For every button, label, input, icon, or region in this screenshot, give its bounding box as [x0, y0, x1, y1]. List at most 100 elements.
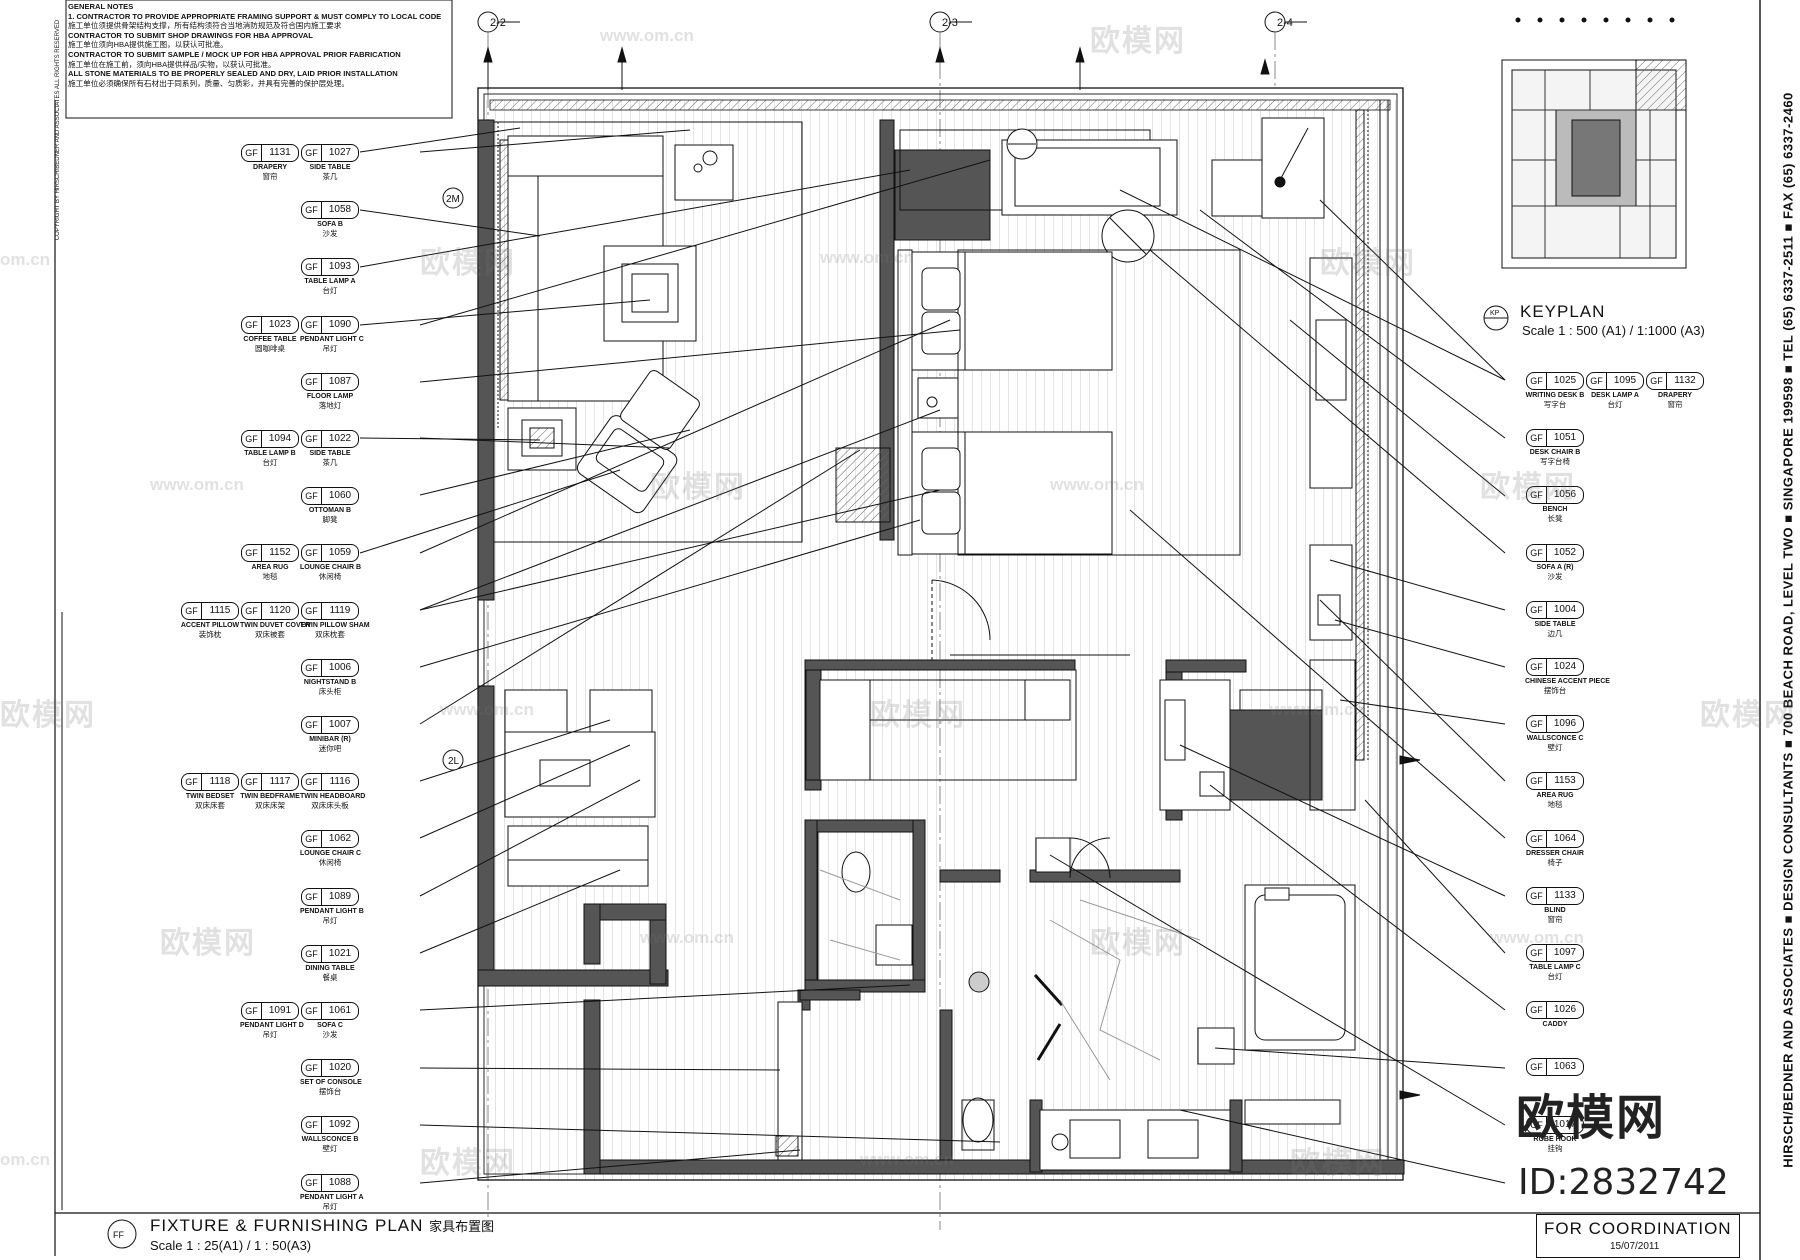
tag-name-zh: 双床枕套 [315, 629, 345, 639]
tag-number: 1119 [329, 604, 351, 616]
tag-prefix: GF [302, 1060, 322, 1077]
tag-name: AREA RUG [251, 564, 289, 572]
tag-prefix: GF [302, 888, 322, 905]
tag-name-zh: 双床床架 [255, 801, 285, 811]
vanity [875, 924, 913, 966]
keyplan-title: KEYPLAN [1520, 302, 1606, 321]
tag-number: 1115 [209, 604, 231, 616]
tag-name-zh: 沙发 [322, 229, 338, 239]
side-table-a [1309, 544, 1353, 641]
plan-title-text: FIXTURE & FURNISHING PLAN [150, 1216, 424, 1235]
tag-prefix: GF [182, 774, 202, 791]
tag-prefix: GF [302, 431, 322, 447]
room-markers [442, 187, 464, 771]
tag-name: WALLSCONCE B [301, 1136, 359, 1144]
tag-number: 1024 [1553, 661, 1577, 672]
tag-number: 1131 [269, 147, 291, 158]
tag-prefix: GF [242, 602, 262, 619]
tag-number: 1092 [328, 1119, 352, 1131]
keyplan [1483, 17, 1687, 331]
sheet-border [54, 0, 1761, 1260]
tag-name: MINIBAR (R) [309, 736, 351, 743]
tag-number: 1120 [269, 604, 291, 616]
tag-prefix: GF [1527, 887, 1547, 904]
sofa-c [507, 825, 649, 887]
tag-name-zh: 台灯 [322, 286, 338, 296]
tag-name-zh: 吊灯 [322, 1201, 338, 1211]
tag-prefix: GF [302, 316, 322, 333]
grid-label: 2-4 [1277, 17, 1293, 29]
tag-number: 1089 [328, 890, 352, 902]
tag-name-zh: 台灯 [1547, 972, 1563, 981]
tag-name: PENDANT LIGHT C [300, 335, 364, 343]
tag-number: 1153 [1554, 775, 1576, 787]
bathroom-fixtures [817, 831, 1356, 1171]
tag-prefix: GF [302, 202, 322, 219]
tag-number: 1062 [328, 833, 352, 845]
tag-number: 1021 [328, 947, 352, 959]
tag-bubble: GF 1089 [301, 887, 359, 906]
tag-name-zh: 挂钩 [1547, 1143, 1563, 1153]
tag-prefix: GF [242, 774, 262, 791]
coordination-date: 15/07/2011 [1610, 1241, 1660, 1252]
tag-number: 1060 [328, 490, 352, 502]
tag-name-zh: 双床被套 [255, 629, 285, 639]
tag-prefix: GF [302, 1003, 322, 1019]
tag-name-zh: 写字台椅 [1540, 457, 1570, 467]
tag-name: TWIN PILLOW SHAM [300, 621, 370, 629]
tag-name: ROBE HOOK [1533, 1135, 1577, 1143]
tag-number: 1020 [328, 1062, 352, 1074]
tag-name: CHINESE ACCENT PIECE [1525, 678, 1610, 685]
tag-name: COFFEE TABLE [243, 335, 297, 343]
tag-number: 1023 [268, 318, 292, 330]
firm-title-strip: HIRSCH/BEDNER AND ASSOCIATES ■ DESIGN CO… [1780, 92, 1796, 1168]
tag-number: 1004 [1553, 603, 1577, 615]
plan-title-zh: 家具布置图 [429, 1219, 495, 1234]
tag-prefix: GF [242, 316, 262, 333]
tag-name-zh: 双床床套 [195, 801, 225, 811]
tag-name-zh: 地毯 [262, 572, 278, 582]
tag-number: 1152 [269, 547, 291, 559]
tag-bubble: GF 1131 [241, 144, 299, 162]
tag-number: 1095 [1613, 375, 1637, 386]
tag-bubble: GF 1120 [241, 601, 299, 620]
tag-number: 1097 [1553, 947, 1577, 958]
tag-name: DRAPERY [1658, 392, 1692, 399]
tag-name-zh: 双床床头板 [311, 801, 349, 811]
tag-prefix: GF [242, 145, 262, 161]
tag-name-zh: 脚凳 [322, 515, 338, 525]
sofa-a [1309, 257, 1353, 489]
console [777, 1001, 803, 1161]
dresser [1159, 679, 1231, 811]
tag-name: PENDANT LIGHT A [300, 1193, 364, 1201]
tag-prefix: GF [1527, 773, 1547, 790]
